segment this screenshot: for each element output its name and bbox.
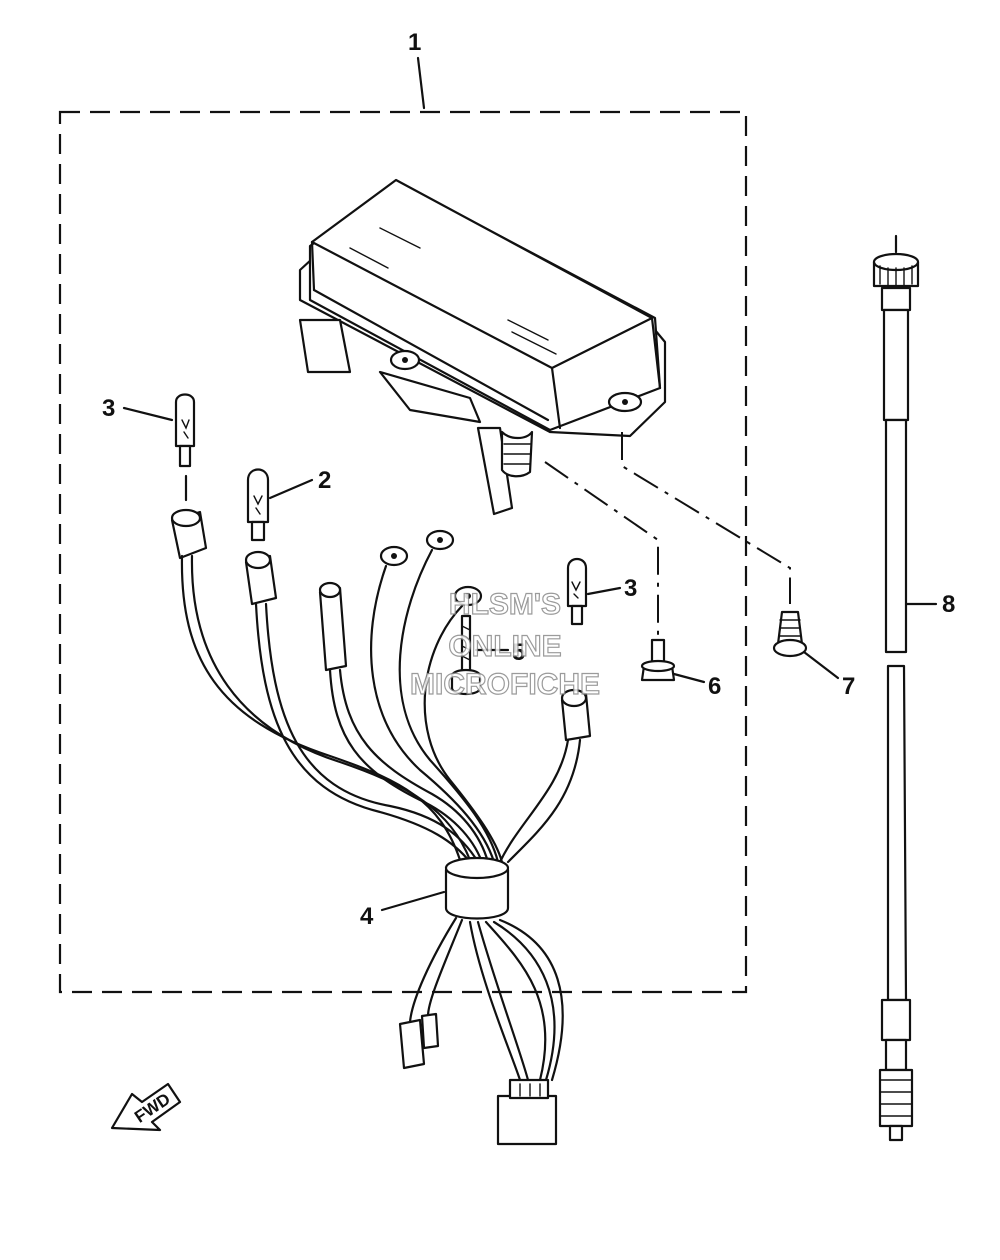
callout-6: 6 [708, 673, 721, 700]
callout-1: 1 [408, 29, 421, 56]
callout-4: 4 [360, 903, 374, 930]
speedometer-cable [872, 234, 920, 1142]
wire-harness [170, 508, 592, 1146]
callout-2: 2 [318, 467, 331, 494]
watermark: HLSM'S ONLINE MICROFICHE [409, 587, 600, 701]
leader-3-left [122, 406, 174, 422]
leader-3-right [586, 586, 622, 596]
bulb-left-icon [174, 393, 196, 502]
fwd-arrow-icon: FWD [110, 1082, 182, 1132]
leader-4 [380, 890, 446, 912]
assembly-boundary [58, 110, 748, 994]
callout-3-right: 3 [624, 575, 637, 602]
alignment-line-nut [544, 461, 659, 640]
watermark-line-3: MICROFICHE [410, 668, 600, 701]
alignment-line-grommet [621, 432, 791, 604]
leader-6 [672, 672, 706, 684]
callout-5: 5 [512, 639, 525, 666]
callout-3-left: 3 [102, 395, 115, 422]
screw-icon [450, 614, 482, 696]
bulb-right-icon [566, 557, 588, 626]
callout-8: 8 [942, 591, 955, 618]
bulb-indicator-icon [246, 468, 270, 542]
watermark-line-2: ONLINE [448, 630, 561, 663]
nut-icon [640, 638, 676, 682]
callout-7: 7 [842, 673, 855, 700]
leader-2 [268, 478, 314, 500]
watermark-line-1: HLSM'S [449, 588, 561, 621]
grommet-icon [772, 610, 808, 658]
leader-7 [802, 650, 840, 680]
meter-housing [298, 178, 667, 516]
leader-1 [416, 56, 426, 110]
